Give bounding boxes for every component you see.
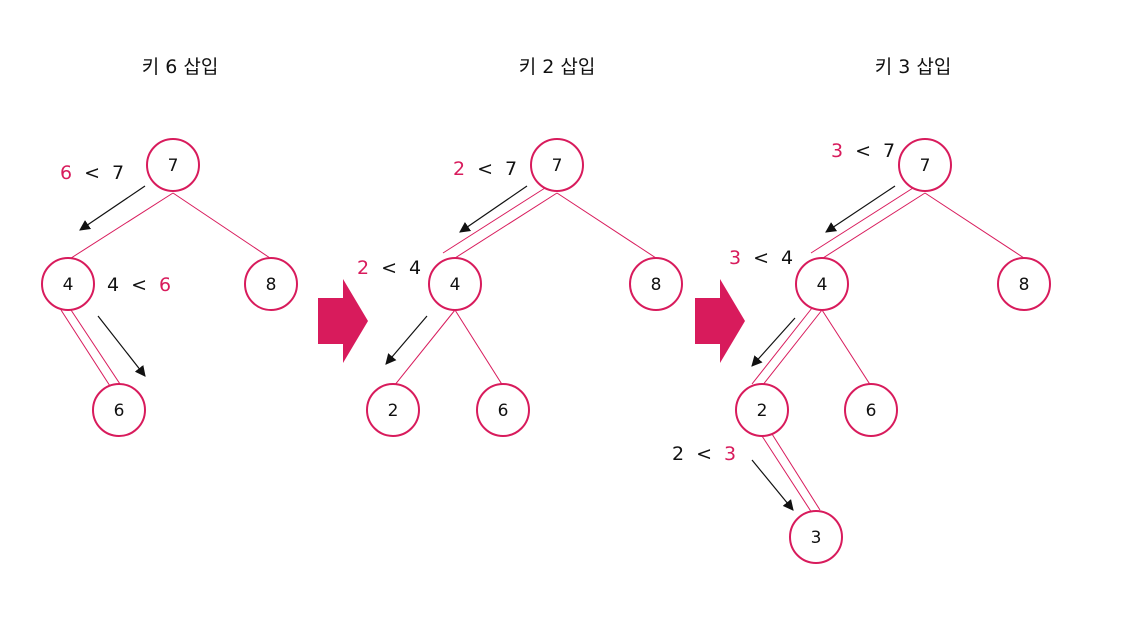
node-label: 6 <box>114 401 125 421</box>
node-label: 2 <box>388 401 399 421</box>
node-label: 6 <box>498 401 509 421</box>
node-label: 8 <box>1019 275 1030 295</box>
comparison-label: 3<7 <box>831 140 895 162</box>
tree-node: 4 <box>795 257 849 311</box>
node-label: 7 <box>168 156 179 176</box>
tree-node: 2 <box>366 383 420 437</box>
edge-4-6-a <box>60 309 111 387</box>
comparison-label: 2<4 <box>357 257 421 279</box>
panel-insert-6: 키 6 삽입 7 4 8 6 6<7 4<6 <box>41 56 298 437</box>
edge-7-4 <box>454 192 558 259</box>
edge-7-8 <box>924 192 1025 259</box>
edge-4-2 <box>761 309 823 387</box>
panel-title: 키 3 삽입 <box>875 56 952 78</box>
search-arrow <box>459 185 528 233</box>
tree-node: 2 <box>735 383 789 437</box>
tree-node: 7 <box>898 138 952 192</box>
next-step-arrow <box>318 279 368 363</box>
comparison-label: 3<4 <box>729 247 793 269</box>
node-label: 2 <box>757 401 768 421</box>
tree-node: 4 <box>428 257 482 311</box>
node-label: 4 <box>450 275 461 295</box>
next-step-arrow <box>695 279 745 363</box>
search-arrow <box>825 185 896 233</box>
node-label: 8 <box>651 275 662 295</box>
node-label: 4 <box>63 275 74 295</box>
tree-node: 3 <box>789 510 843 564</box>
tree-node: 6 <box>844 383 898 437</box>
panel-insert-3: 키 3 삽입 7 4 8 2 6 <box>672 56 1051 564</box>
edge-4-2 <box>393 309 456 387</box>
tree-node: 7 <box>146 138 200 192</box>
edge-7-4-b <box>810 187 914 254</box>
edge-2-3-b <box>771 433 821 511</box>
search-arrow <box>385 315 428 365</box>
tree-node: 7 <box>530 138 584 192</box>
node-label: 8 <box>266 275 277 295</box>
edge-7-4-b <box>442 187 546 254</box>
tree-node: 8 <box>629 257 683 311</box>
panel-insert-2: 키 2 삽입 7 4 8 2 6 <box>357 56 683 437</box>
tree-node: 8 <box>997 257 1051 311</box>
comparison-label: 6<7 <box>60 162 124 184</box>
comparison-label: 4<6 <box>107 274 171 296</box>
edge-4-6-b <box>70 309 121 385</box>
edge-4-2-b <box>751 307 813 385</box>
edge-2-3 <box>761 435 813 514</box>
edge-7-8 <box>172 192 271 259</box>
search-arrow <box>97 315 146 377</box>
node-label: 3 <box>811 528 822 548</box>
node-label: 7 <box>552 156 563 176</box>
panel-title: 키 6 삽입 <box>142 56 219 78</box>
edge-4-6 <box>454 309 504 387</box>
node-label: 6 <box>866 401 877 421</box>
edge-7-4 <box>822 192 926 259</box>
node-label: 7 <box>920 156 931 176</box>
tree-node: 4 <box>41 257 95 311</box>
tree-node: 6 <box>476 383 530 437</box>
panel-title: 키 2 삽입 <box>519 56 596 78</box>
search-arrow <box>751 459 794 511</box>
tree-node: 8 <box>244 257 298 311</box>
edge-7-8 <box>556 192 657 259</box>
comparison-label: 2<7 <box>453 158 517 180</box>
edge-7-4 <box>67 192 174 261</box>
node-label: 4 <box>817 275 828 295</box>
search-arrow <box>79 185 146 231</box>
edge-4-6 <box>821 309 872 387</box>
tree-node: 6 <box>92 383 146 437</box>
comparison-label: 2<3 <box>672 443 736 465</box>
search-arrow <box>751 317 796 367</box>
